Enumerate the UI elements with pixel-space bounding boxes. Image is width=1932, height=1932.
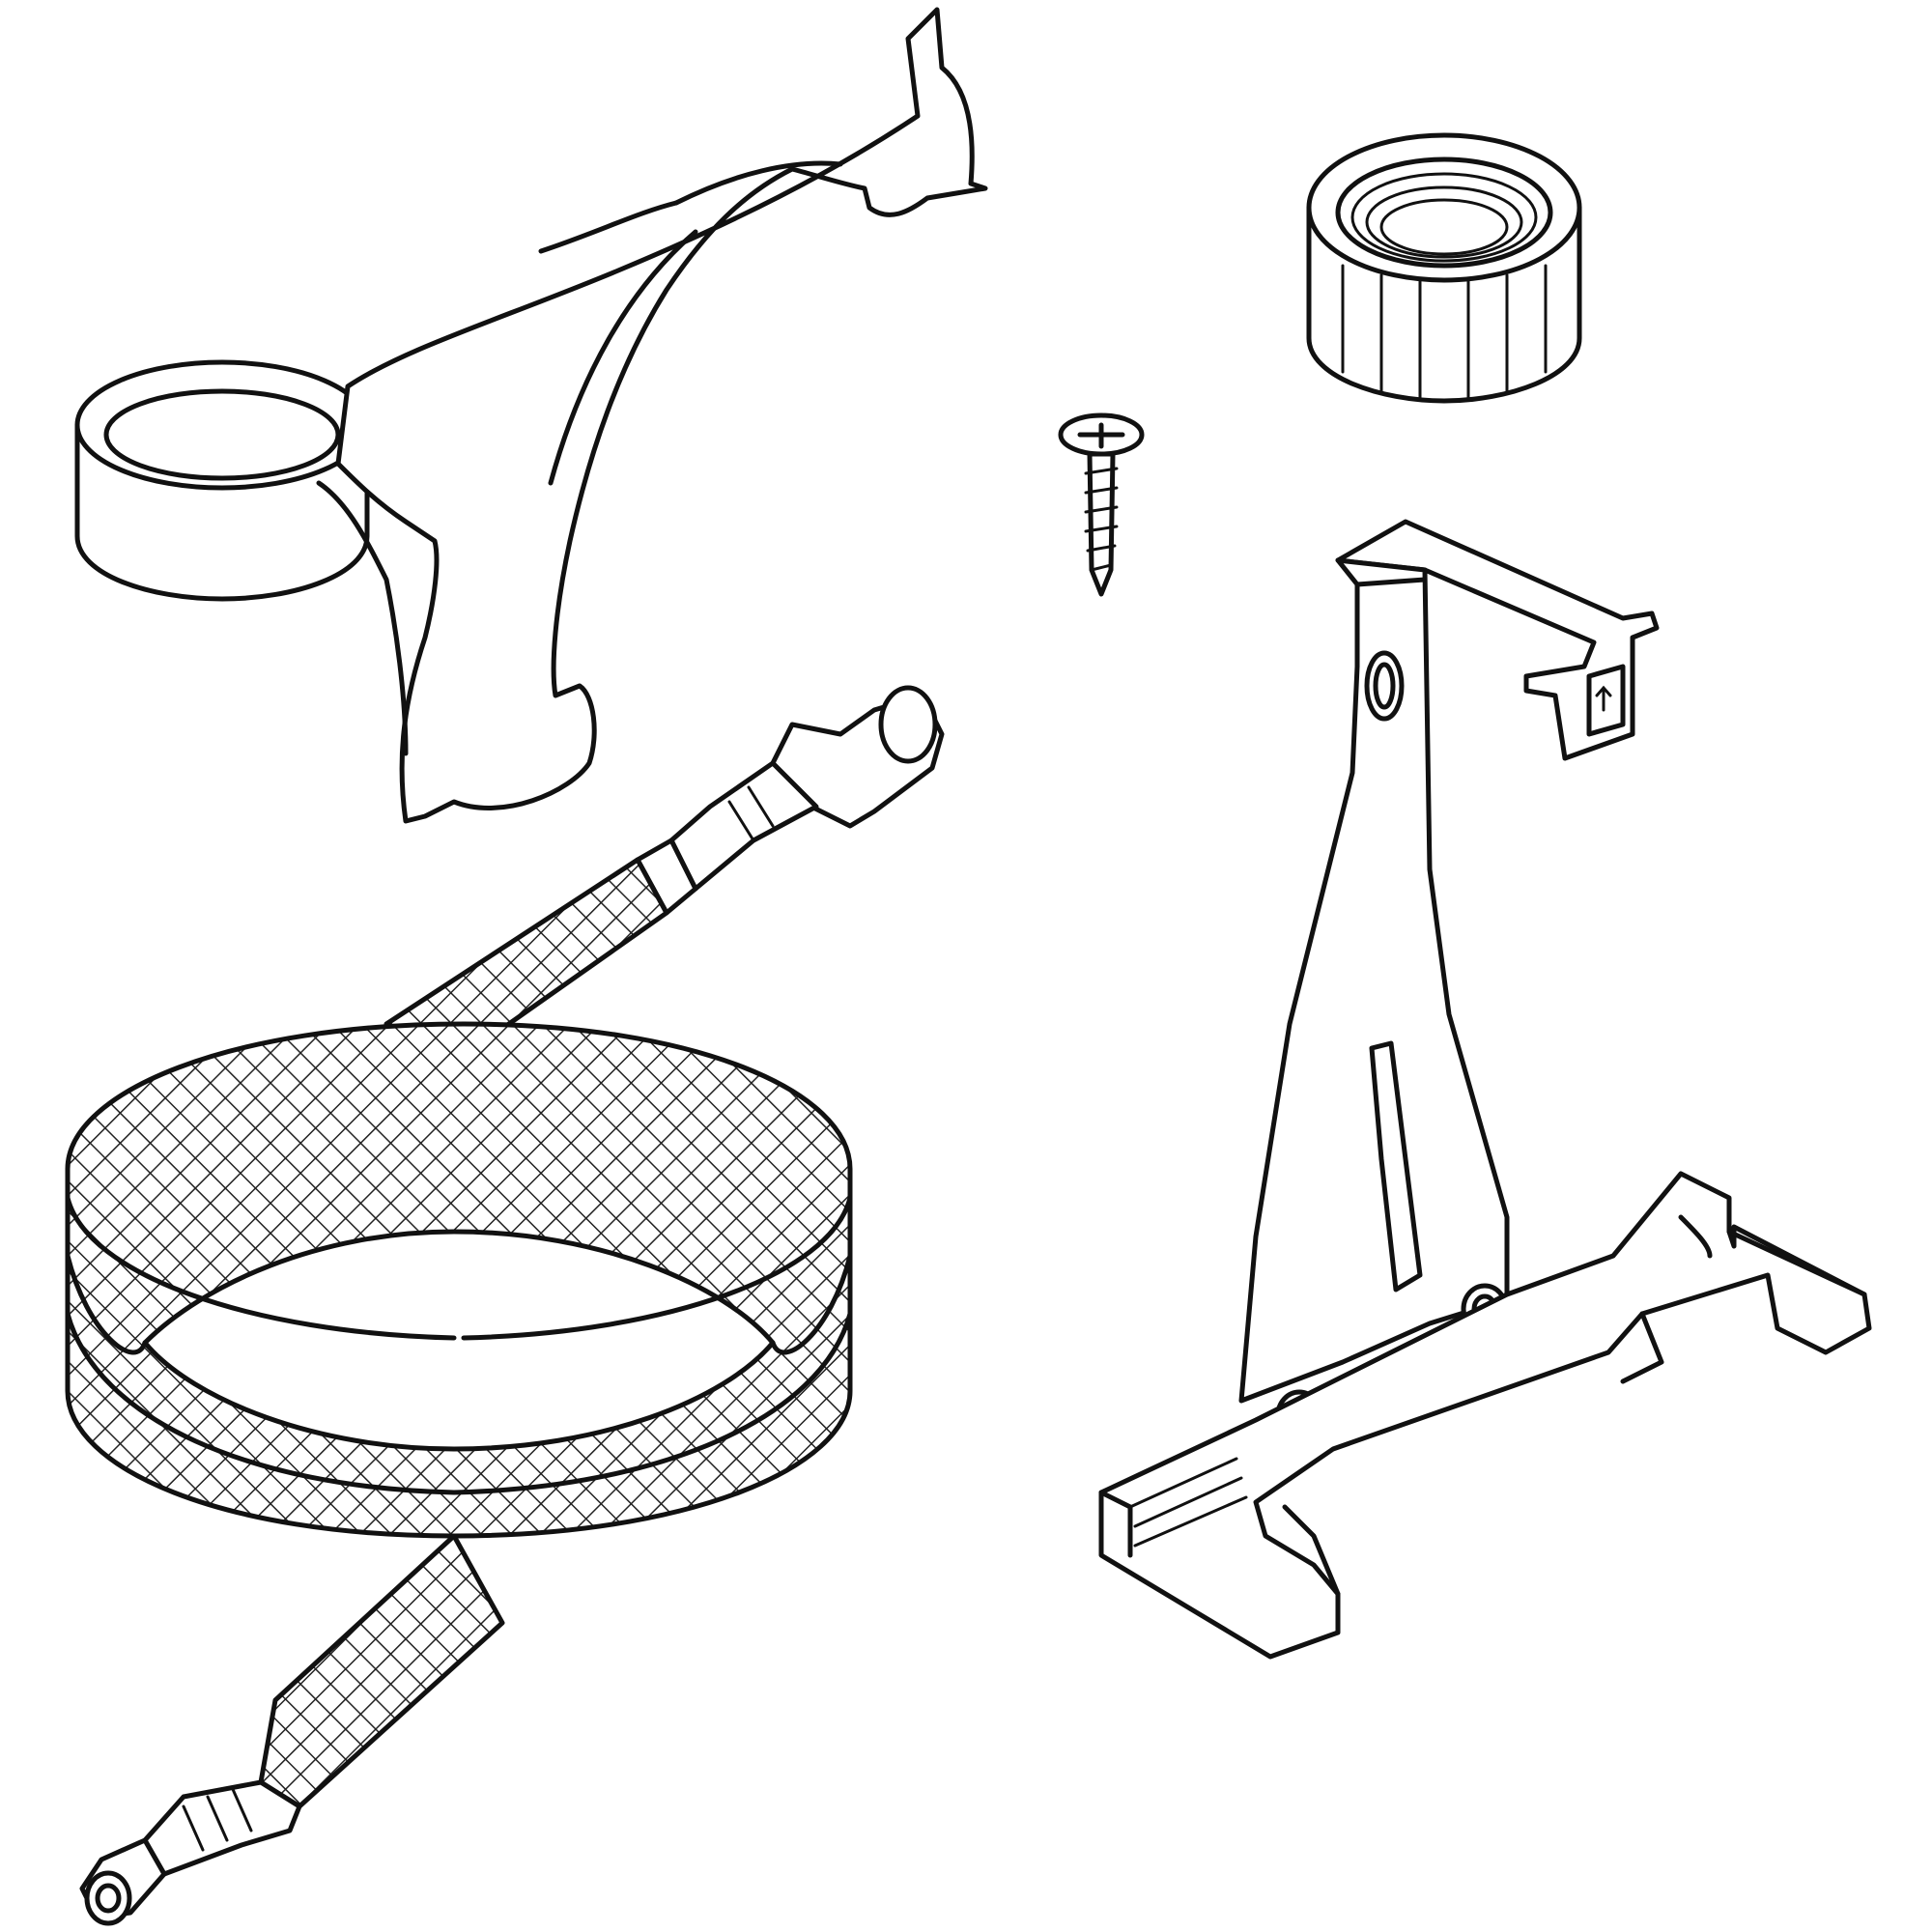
braided-hose-icon	[65, 685, 945, 1926]
threaded-nut-icon	[1306, 132, 1582, 404]
bracket-arm-icon	[74, 7, 988, 824]
screw-icon	[1058, 412, 1145, 597]
mounting-frame-icon	[1098, 519, 1872, 1660]
